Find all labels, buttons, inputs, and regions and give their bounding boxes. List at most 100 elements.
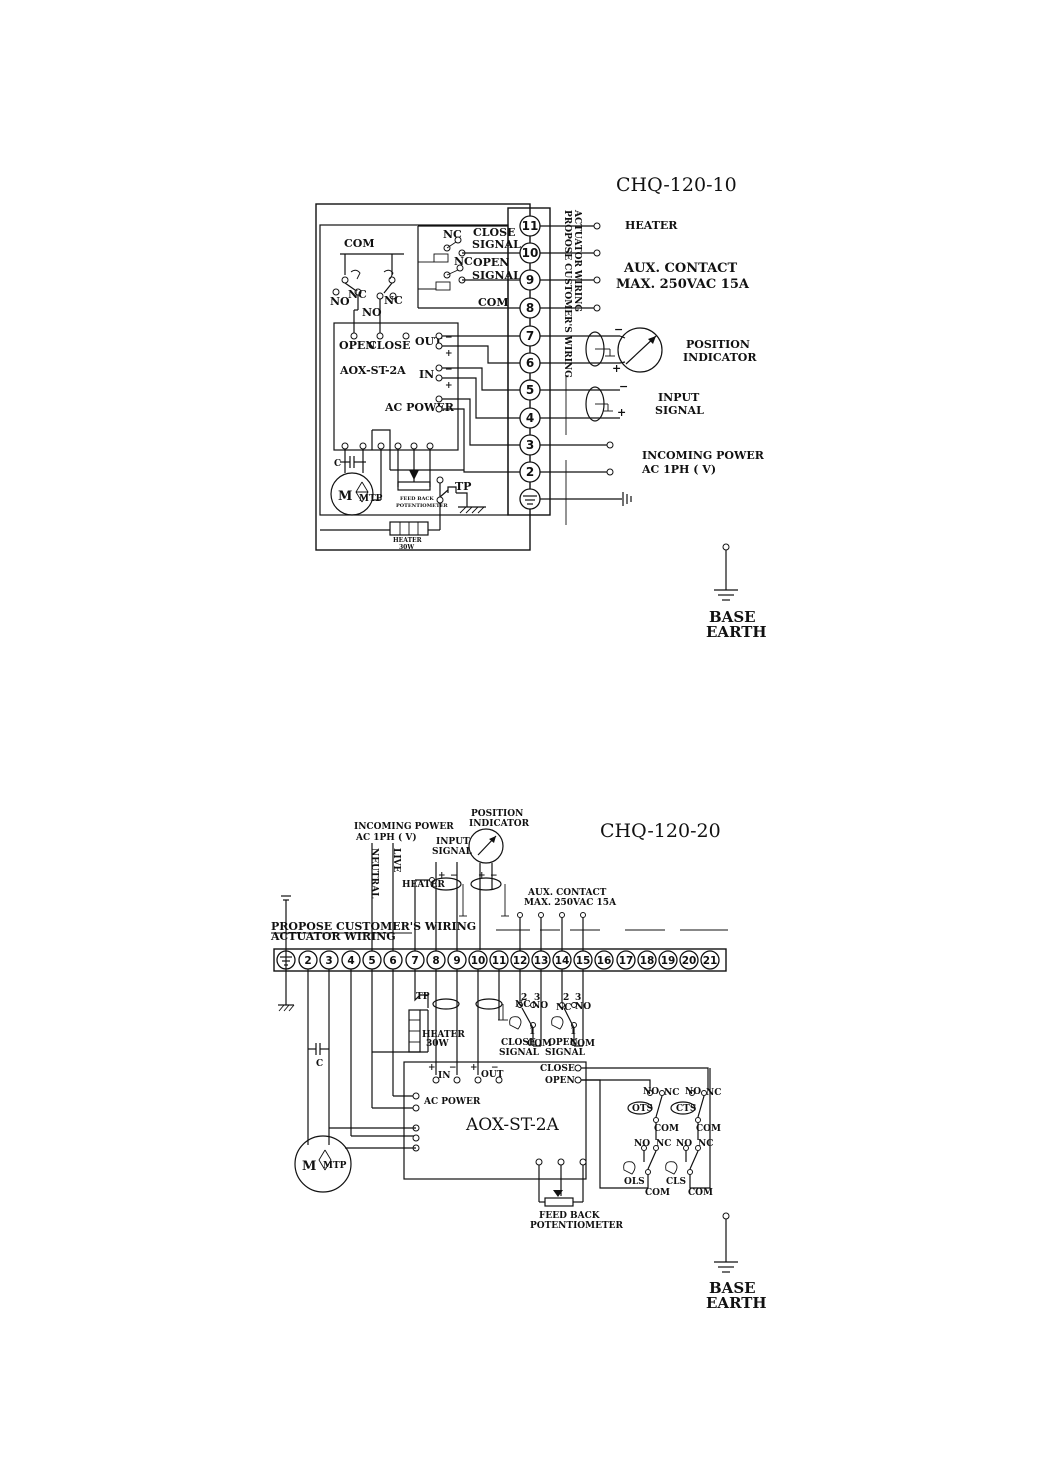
position-plus-2: +	[478, 871, 486, 881]
terminal-10-b[interactable]: 10	[468, 950, 488, 970]
terminal-16-b[interactable]: 16	[594, 950, 614, 970]
svg-text:16: 16	[597, 955, 612, 967]
svg-text:12: 12	[513, 955, 528, 967]
module-label-2: AOX-ST-2A	[465, 1115, 560, 1135]
close-label: CLOSE	[368, 339, 410, 352]
aux-contact-label-2: AUX. CONTACT	[527, 888, 607, 898]
terminal-18-b[interactable]: 18	[637, 950, 657, 970]
out-plus-label-2: +	[470, 1063, 478, 1073]
indicator-label-2: INDICATOR	[469, 819, 530, 829]
nc-label-ots: NC	[664, 1088, 679, 1098]
open-label: OPEN	[339, 339, 375, 352]
terminal-13-b[interactable]: 13	[531, 950, 551, 970]
feedback-label-2: POTENTIOMETER	[396, 503, 449, 509]
motor-icon-2	[294, 1135, 352, 1193]
terminal-9-b[interactable]: 9	[447, 950, 467, 970]
close-signal-label-b1: CLOSE	[501, 1038, 536, 1048]
in-minus: −	[445, 365, 453, 375]
close-signal-label-2: SIGNAL	[472, 238, 521, 251]
num-2-b: 2	[563, 993, 569, 1003]
out-label-2: OUT	[481, 1070, 504, 1080]
terminal-9[interactable]: 9	[519, 269, 541, 291]
close-label-2: CLOSE	[540, 1064, 575, 1074]
position-label-2: POSITION	[471, 809, 523, 819]
motor-label-2: M	[302, 1159, 316, 1174]
terminal-4-b[interactable]: 4	[341, 950, 361, 970]
cts-switch-icon	[670, 1090, 707, 1123]
terminal-5-b[interactable]: 5	[362, 950, 382, 970]
neutral-label: NEUTRAL	[369, 848, 379, 899]
position-indicator-meter-icon-2	[468, 828, 504, 864]
com-label-ots: COM	[654, 1124, 679, 1134]
aux-rating-label-2: MAX. 250VAC 15A	[524, 898, 617, 908]
no-label-ols: NO	[634, 1139, 650, 1149]
svg-text:4: 4	[347, 955, 354, 967]
open-signal-switch-icon	[551, 969, 584, 1047]
actuator-wiring-label-2: ACTUATOR WIRING	[270, 930, 396, 943]
svg-text:7: 7	[526, 329, 534, 343]
terminal-11[interactable]: 11	[519, 215, 541, 237]
mtp-label-2: MTP	[323, 1161, 347, 1171]
cap-label: C	[334, 459, 341, 469]
terminal-15-b[interactable]: 15	[573, 950, 593, 970]
live-label: LIVE	[391, 848, 401, 873]
terminal-5[interactable]: 5	[519, 379, 541, 401]
motor-label: M	[338, 489, 352, 504]
out-minus: −	[445, 333, 453, 343]
nc-label-cls: NC	[698, 1139, 713, 1149]
terminal-10[interactable]: 10	[519, 242, 541, 264]
svg-text:5: 5	[368, 955, 375, 967]
indicator-label: INDICATOR	[683, 351, 757, 364]
terminal-4[interactable]: 4	[519, 407, 541, 429]
customer-wiring-label-2: PROPOSE CUSTOMER'S WIRING	[271, 920, 476, 933]
no-label-cts: NO	[685, 1087, 701, 1097]
svg-text:4: 4	[526, 411, 534, 425]
svg-text:11: 11	[522, 219, 539, 233]
svg-text:8: 8	[432, 955, 439, 967]
terminal-6[interactable]: 6	[519, 352, 541, 374]
ac-power-label-2: AC POWER	[423, 1097, 481, 1107]
cts-label: CTS	[676, 1104, 696, 1114]
input-minus: −	[619, 380, 628, 393]
input-plus-2: +	[438, 871, 446, 881]
terminal-19-b[interactable]: 19	[658, 950, 678, 970]
open-signal-label-b1: OPEN	[548, 1038, 578, 1048]
com-label-b2: COM	[570, 1039, 595, 1049]
heater-label: HEATER	[625, 219, 678, 232]
input-label-2: INPUT	[436, 837, 470, 847]
feedback-potentiometer-icon-2	[544, 1197, 574, 1207]
aox-module-box-2	[403, 1061, 587, 1180]
terminal-3-b[interactable]: 3	[319, 950, 339, 970]
terminal-6-b[interactable]: 6	[383, 950, 403, 970]
terminal-3[interactable]: 3	[519, 434, 541, 456]
signal-label-2: SIGNAL	[432, 847, 473, 857]
terminal-8-b[interactable]: 8	[426, 950, 446, 970]
terminal-20-b[interactable]: 20	[679, 950, 699, 970]
terminal-12-b[interactable]: 12	[510, 950, 530, 970]
terminal-14-b[interactable]: 14	[552, 950, 572, 970]
diagram-1-title: CHQ-120-10	[616, 174, 737, 196]
terminal-11-b[interactable]: 11	[489, 950, 509, 970]
nc-label-b2: NC	[556, 1003, 571, 1013]
terminal-2-b[interactable]: 2	[298, 950, 318, 970]
terminal-7-b[interactable]: 7	[405, 950, 425, 970]
terminal-ground-icon[interactable]	[519, 488, 541, 510]
svg-text:2: 2	[526, 465, 534, 479]
ac-power-label: AC POWER	[384, 401, 455, 414]
com-label-2: COM	[478, 296, 509, 309]
terminal-2[interactable]: 2	[519, 461, 541, 483]
ots-switch-icon	[627, 1090, 665, 1123]
in-label: IN	[419, 368, 434, 381]
in-plus: +	[445, 381, 453, 391]
terminal-21-b[interactable]: 21	[700, 950, 720, 970]
terminal-7[interactable]: 7	[519, 325, 541, 347]
terminal-8[interactable]: 8	[519, 297, 541, 319]
heater-box-label-1: HEATER	[393, 537, 423, 544]
input-plus: +	[617, 406, 626, 419]
feedback-label-2a: FEED BACK	[539, 1211, 601, 1221]
nc-label-2: NC	[384, 294, 403, 307]
incoming-power-label: INCOMING POWER	[642, 449, 765, 462]
ground-icon-2	[278, 895, 295, 1012]
terminal-17-b[interactable]: 17	[616, 950, 636, 970]
out-plus: +	[445, 349, 453, 359]
